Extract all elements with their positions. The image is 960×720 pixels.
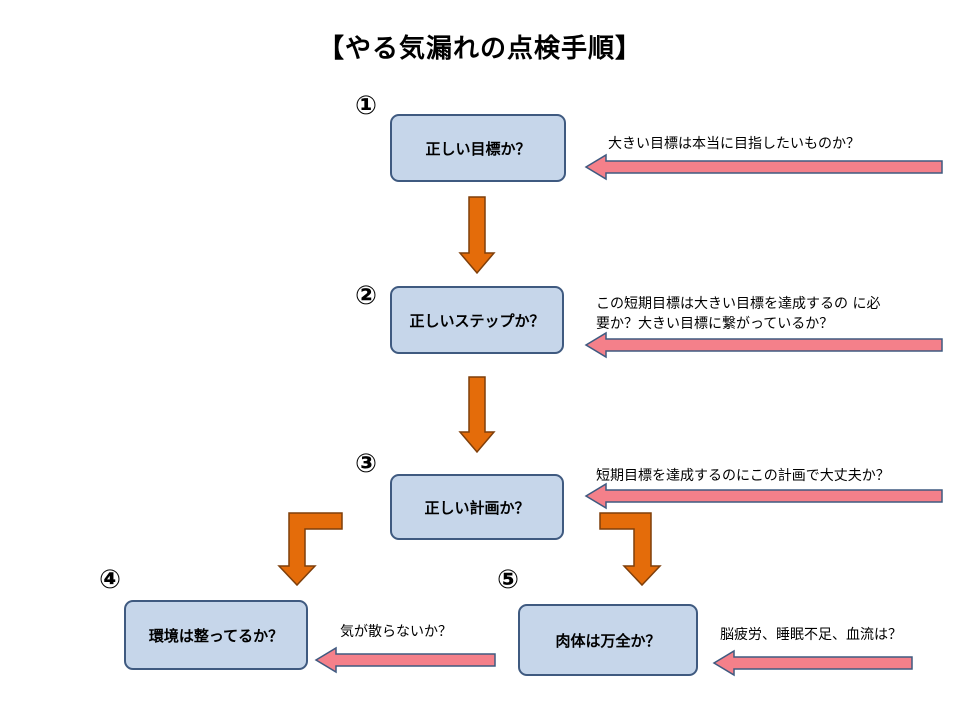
step-5-box: 肉体は万全か？ bbox=[518, 604, 698, 676]
input-arrow-step-2 bbox=[584, 331, 943, 359]
step-2-number: ② bbox=[354, 281, 377, 311]
input-arrow-step-4 bbox=[314, 646, 496, 674]
step-5-note: 脳疲労、睡眠不足、血流は？ bbox=[720, 627, 902, 643]
page-title: 【やる気漏れの点検手順】 bbox=[317, 34, 642, 64]
flow-arrow-2-to-3 bbox=[458, 376, 496, 454]
step-4-label: 環境は整ってるか？ bbox=[148, 626, 284, 645]
step-1-label: 正しい目標か？ bbox=[425, 139, 531, 158]
step-4-note: 気が散らないか？ bbox=[340, 624, 452, 640]
step-1-box: 正しい目標か？ bbox=[390, 114, 566, 182]
step-5-number: ⑤ bbox=[496, 565, 519, 595]
input-arrow-step-1 bbox=[584, 153, 943, 181]
step-3-label: 正しい計画か？ bbox=[424, 498, 530, 517]
step-2-box: 正しいステップか？ bbox=[390, 286, 564, 354]
step-4-number: ④ bbox=[98, 565, 121, 595]
flow-arrow-3-to-4 bbox=[277, 512, 343, 587]
step-2-note-line-2: 要か？大きい目標に繋がっているか？ bbox=[596, 316, 834, 332]
input-arrow-step-3 bbox=[584, 482, 943, 510]
input-arrow-step-5 bbox=[712, 649, 913, 677]
flow-arrow-3-to-5 bbox=[599, 512, 662, 587]
step-3-note: 短期目標を達成するのにこの計画で大丈夫か？ bbox=[596, 468, 890, 484]
step-5-label: 肉体は万全か？ bbox=[555, 631, 661, 650]
step-3-number: ③ bbox=[354, 449, 377, 479]
step-2-note: この短期目標は大きい目標を達成するの に必 要か？大きい目標に繋がっているか？ bbox=[596, 294, 880, 334]
step-1-number: ① bbox=[354, 91, 377, 121]
step-1-note: 大きい目標は本当に目指したいものか？ bbox=[608, 136, 860, 152]
step-3-box: 正しい計画か？ bbox=[390, 474, 564, 540]
flow-arrow-1-to-2 bbox=[458, 196, 496, 275]
step-2-note-line-1: この短期目標は大きい目標を達成するの に必 bbox=[596, 296, 881, 312]
step-2-label: 正しいステップか？ bbox=[409, 311, 545, 330]
step-4-box: 環境は整ってるか？ bbox=[124, 600, 308, 670]
